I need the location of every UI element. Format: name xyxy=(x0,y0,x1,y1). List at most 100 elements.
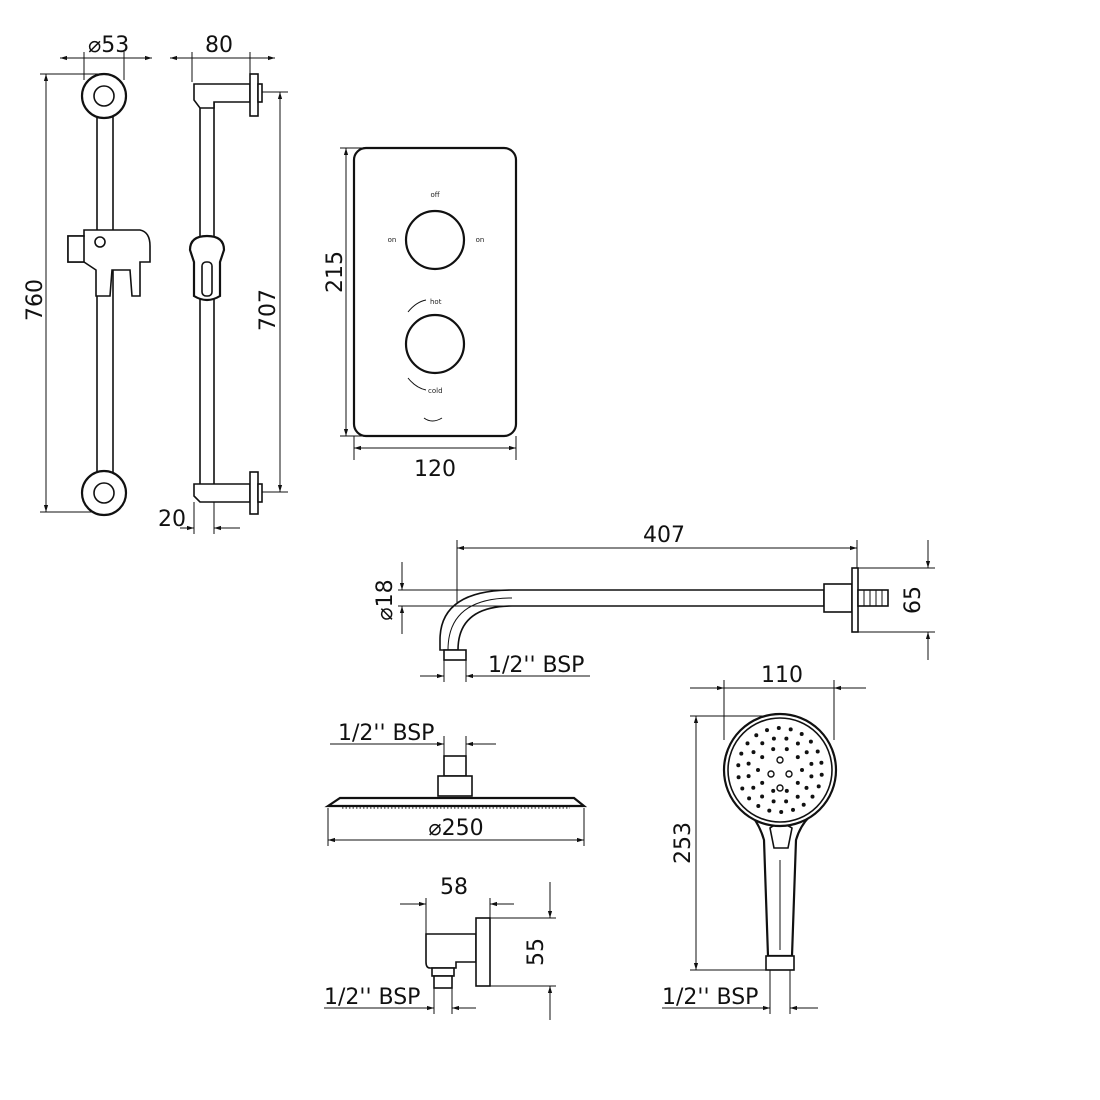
nozzle-dot xyxy=(819,772,824,777)
nozzle-dot xyxy=(740,786,745,791)
nozzle-dot xyxy=(785,770,793,778)
nozzle-dot xyxy=(809,761,814,766)
arm-thread-label: 1/2'' BSP xyxy=(488,653,584,678)
nozzle-dot xyxy=(791,807,795,812)
nozzle-dot xyxy=(751,750,756,755)
arm-thread-lines xyxy=(863,590,883,606)
rail-offset-label: 20 xyxy=(158,507,186,532)
temperature-knob[interactable] xyxy=(404,313,466,375)
side-top-plate xyxy=(249,73,259,117)
nozzle-dot xyxy=(795,794,800,799)
bottom-bracket-inner xyxy=(93,482,115,504)
water-drop-icon xyxy=(423,417,443,422)
handset-nozzles xyxy=(736,726,824,814)
nozzle-dot xyxy=(736,763,741,768)
outlet-thread xyxy=(433,975,453,989)
nozzle-dot xyxy=(771,747,776,752)
nozzle-dot xyxy=(784,747,789,752)
nozzle-dot xyxy=(771,788,776,793)
nozzle-dot xyxy=(809,774,814,779)
nozzle-dot xyxy=(767,808,772,813)
nozzle-dot xyxy=(747,796,752,801)
nozzle-dot xyxy=(760,794,765,799)
nozzle-dot xyxy=(760,755,765,760)
nozzle-dot xyxy=(784,788,789,793)
nozzle-dot xyxy=(739,751,744,756)
arm-wall-plate xyxy=(851,567,859,633)
plate-height-label: 65 xyxy=(901,586,926,614)
side-bottom-arm xyxy=(193,483,251,503)
nozzle-dot xyxy=(746,761,751,766)
nozzle-dot xyxy=(771,736,776,741)
fixing-centres-label: 707 xyxy=(256,289,281,331)
nozzle-dot xyxy=(765,728,769,733)
side-top-plate-lip xyxy=(257,83,263,103)
label-hot: hot xyxy=(430,298,442,306)
outlet-height-label: 55 xyxy=(524,938,549,966)
arm-pipe-centre xyxy=(447,597,513,651)
hot-arc-icon xyxy=(407,299,427,313)
handset-connector xyxy=(765,955,795,971)
bracket-depth-label: 80 xyxy=(205,33,233,58)
arm-length-label: 407 xyxy=(643,523,685,548)
nozzle-dot xyxy=(767,770,775,778)
holder-cradle xyxy=(67,235,85,263)
arm-diameter-label: ⌀18 xyxy=(373,579,398,620)
valve-height-label: 215 xyxy=(323,251,348,293)
label-off: off xyxy=(430,191,439,199)
nozzle-dot xyxy=(784,799,789,804)
nozzle-dot xyxy=(776,756,784,764)
nozzle-dot xyxy=(795,755,800,760)
arm-wall-nut xyxy=(823,583,853,613)
rail-slider-holder xyxy=(67,229,151,297)
nozzle-dot xyxy=(736,775,741,780)
arm-thread xyxy=(857,589,889,607)
nozzle-dot xyxy=(804,750,809,755)
nozzle-dot xyxy=(776,726,781,730)
nozzle-dot xyxy=(810,794,815,799)
diverter-knob[interactable] xyxy=(404,209,466,271)
label-on-left: on xyxy=(388,236,397,244)
shower-head: 1/2'' BSP ⌀250 xyxy=(324,721,588,846)
rail-side-view: 80 707 20 xyxy=(158,33,288,534)
nozzle-dot xyxy=(815,749,820,754)
head-swivel xyxy=(437,775,473,797)
nozzle-dot xyxy=(745,741,750,746)
handset: 110 253 1/2'' BSP xyxy=(662,663,866,1014)
side-top-arm xyxy=(193,83,251,109)
outlet-wall-plate xyxy=(475,917,491,987)
nozzle-dot xyxy=(756,804,761,808)
nozzle-dot xyxy=(795,780,800,785)
nozzle-dot xyxy=(754,733,759,738)
side-slider-slot xyxy=(201,261,213,297)
arm-outlet-nut xyxy=(443,649,467,661)
cold-arc-icon xyxy=(407,377,427,391)
wall-outlet: 58 55 1/2'' BSP xyxy=(324,875,556,1020)
head-diameter-label: ⌀250 xyxy=(428,816,483,841)
label-on-right: on xyxy=(476,236,485,244)
nozzle-dot xyxy=(816,784,821,789)
nozzle-dot xyxy=(799,732,804,736)
handset-head-face xyxy=(727,717,833,823)
nozzle-dot xyxy=(795,741,800,746)
nozzle-dot xyxy=(779,810,784,814)
nozzle-dot xyxy=(746,774,751,779)
valve-panel: 215 off on on hot cold 120 xyxy=(323,146,518,482)
head-plate xyxy=(324,796,588,808)
nozzle-dot xyxy=(788,727,793,732)
rail-front-view: ⌀53 760 xyxy=(23,33,152,517)
nozzle-dot xyxy=(760,780,765,785)
handset-thread-label: 1/2'' BSP xyxy=(662,985,758,1010)
nozzle-dot xyxy=(776,784,784,792)
nozzle-dot xyxy=(760,741,765,746)
valve-width-label: 120 xyxy=(414,457,456,482)
nozzle-dot xyxy=(804,785,809,790)
outlet-nut xyxy=(431,967,455,977)
head-thread-label: 1/2'' BSP xyxy=(338,721,434,746)
handset-length-label: 253 xyxy=(671,822,696,864)
nozzle-dot xyxy=(801,802,806,807)
nozzle-dot xyxy=(771,799,776,804)
handset-button[interactable] xyxy=(769,823,793,849)
